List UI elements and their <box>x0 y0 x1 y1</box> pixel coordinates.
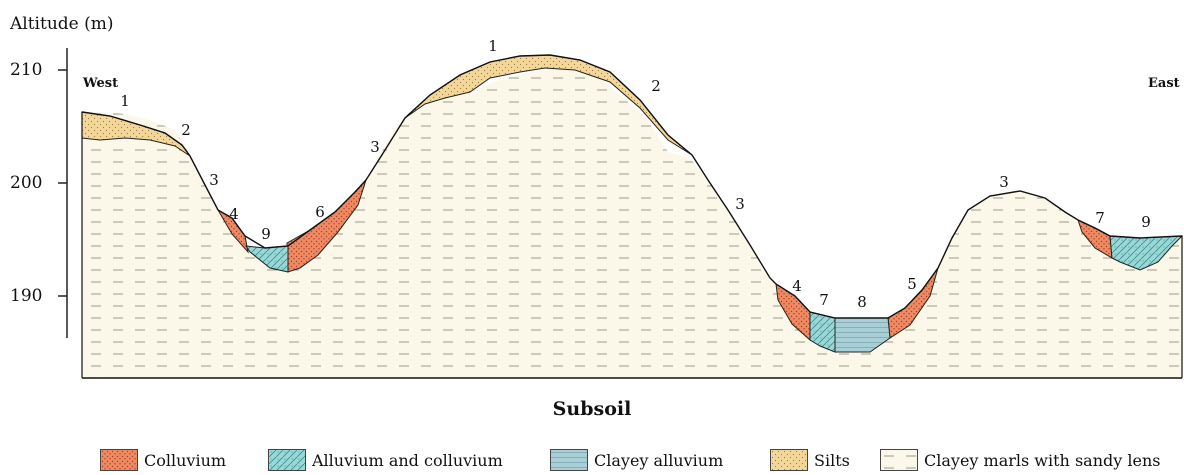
legend-label-marls: Clayey marls with sandy lens <box>924 450 1161 470</box>
legend-item-clayey-alluvium: Clayey alluvium <box>550 448 723 472</box>
zone-label-v5: 5 <box>907 275 917 293</box>
y-tick-label-200: 200 <box>10 173 43 193</box>
legend-item-colluvium: Colluvium <box>100 448 226 472</box>
zone-label-h1: 1 <box>488 37 498 55</box>
silts-swatch <box>770 449 808 471</box>
west-label: West <box>83 76 119 91</box>
legend-label-colluvium: Colluvium <box>144 450 227 470</box>
ground-surface-line <box>81 54 1183 319</box>
zone-label-w6: 6 <box>315 203 325 221</box>
zone-label-w1: 1 <box>120 92 130 110</box>
zone-label-w2: 2 <box>181 121 191 139</box>
alluvium-swatch <box>268 449 306 471</box>
y-tick-label-210: 210 <box>10 60 43 80</box>
zone-label-e9: 9 <box>1141 213 1151 231</box>
colluvium-swatch <box>100 449 138 471</box>
marls-swatch <box>880 449 918 471</box>
zone-label-h2: 2 <box>651 77 661 95</box>
zone-label-v7: 7 <box>819 291 829 309</box>
marls-bedrock <box>82 68 1182 378</box>
zone-label-v4: 4 <box>792 277 802 295</box>
y-tick-label-190: 190 <box>10 286 43 306</box>
east-label: East <box>1148 76 1180 91</box>
legend-label-alluvium: Alluvium and colluvium <box>312 450 503 470</box>
zone-label-e3: 3 <box>999 173 1009 191</box>
legend-label-clayey-alluvium: Clayey alluvium <box>594 450 724 470</box>
zone-label-h3: 3 <box>370 138 380 156</box>
legend-item-silts: Silts <box>770 448 850 472</box>
zone-label-w4: 4 <box>229 205 239 223</box>
zone-label-w3: 3 <box>209 171 219 189</box>
zone-label-h3b: 3 <box>735 195 745 213</box>
clayey-alluvium-swatch <box>550 449 588 471</box>
legend-item-marls: Clayey marls with sandy lens <box>880 448 1160 472</box>
legend-item-alluvium: Alluvium and colluvium <box>268 448 503 472</box>
zone-label-e7: 7 <box>1095 209 1105 227</box>
legend-label-silts: Silts <box>814 450 850 470</box>
y-axis-title: Altitude (m) <box>10 14 114 34</box>
zone-label-v8: 8 <box>857 293 867 311</box>
zone-label-w9: 9 <box>261 225 271 243</box>
subsoil-title: Subsoil <box>552 398 632 420</box>
